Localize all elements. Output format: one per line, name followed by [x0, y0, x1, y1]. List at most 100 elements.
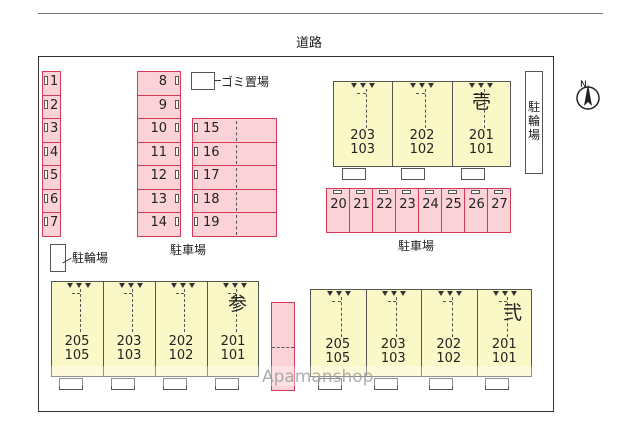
- entrance-marker: [487, 83, 494, 88]
- unit-number-upper: 201: [220, 333, 246, 349]
- parking-slot-marker: [194, 193, 198, 203]
- parking-slot-center: [271, 302, 295, 391]
- stair-line: [71, 293, 80, 294]
- parking-slot-marker: [333, 190, 342, 194]
- entrance-marker: [455, 291, 462, 296]
- parking-slot-number: 11: [150, 144, 167, 160]
- unit-divider: [365, 289, 367, 377]
- unit-divider: [392, 81, 394, 167]
- parking-slot-number: 7: [50, 215, 59, 230]
- parking-slot-marker: [402, 190, 411, 194]
- road-line: [38, 13, 603, 14]
- parking-slot-number: 19: [203, 215, 220, 230]
- entrance-marker: [344, 291, 351, 296]
- entrance-marker: [469, 83, 476, 88]
- unit-number-lower: 102: [168, 347, 194, 363]
- entrance-marker: [326, 291, 333, 296]
- meter-box: [401, 168, 426, 180]
- entrance-marker: [222, 283, 229, 288]
- bike-parking-label-left: 駐輪場: [72, 251, 109, 265]
- parking-slot-number: 24: [422, 197, 439, 212]
- unit-number-lower: 101: [491, 351, 517, 367]
- parking-slot: 17: [192, 165, 277, 190]
- entrance-marker: [400, 291, 407, 296]
- parking-slot: 19: [192, 212, 277, 237]
- unit-number-upper: 202: [409, 128, 435, 144]
- entrance-marker: [179, 283, 186, 288]
- unit-number-lower: 101: [468, 142, 494, 158]
- meter-box: [162, 378, 187, 390]
- unit-number-upper: 201: [491, 337, 517, 353]
- stair-line: [475, 93, 485, 94]
- parking-slot-number: 4: [50, 144, 59, 160]
- parking-slot: 4: [42, 141, 61, 166]
- parking-slot-number: 10: [150, 121, 167, 136]
- parking-slot-divider: [236, 121, 237, 141]
- parking-slot: 8: [137, 71, 181, 96]
- entrance-marker: [240, 283, 247, 288]
- parking-slot-marker: [494, 190, 503, 194]
- parking-slot-marker: [194, 123, 198, 132]
- compass-letter: N: [580, 80, 587, 90]
- parking-slot-number: 8: [158, 74, 167, 89]
- parking-slot-marker: [448, 190, 457, 194]
- site-boundary: [38, 56, 554, 412]
- entrance-marker: [382, 291, 389, 296]
- road-label: 道路: [296, 36, 323, 51]
- meter-box: [460, 168, 485, 180]
- parking-slot-marker: [44, 76, 48, 85]
- parking-slot-number: 27: [491, 197, 508, 212]
- unit-number-upper: 203: [380, 337, 406, 353]
- building-name: 弐: [503, 302, 523, 324]
- meter-box: [484, 378, 509, 390]
- entrance-marker: [335, 291, 342, 296]
- entrance-marker: [118, 283, 125, 288]
- entrance-marker: [428, 83, 435, 88]
- bike-parking-box-right: [525, 71, 543, 174]
- north-compass-icon: N: [576, 80, 600, 110]
- building-name: 壱: [472, 91, 492, 113]
- stair-line: [131, 289, 133, 333]
- bike-parking-box-left: [50, 244, 66, 272]
- parking-slot-marker: [44, 217, 48, 226]
- stair-line: [416, 93, 425, 94]
- parking-slot-marker: [175, 217, 179, 226]
- unit-number-lower: 102: [409, 142, 435, 158]
- parking-slot-number: 18: [203, 191, 220, 207]
- entrance-marker: [170, 283, 177, 288]
- parking-slot: 1: [42, 71, 61, 96]
- stair-line: [507, 297, 509, 337]
- parking-slot-marker: [175, 99, 179, 109]
- parking-slot: 20: [326, 188, 350, 233]
- stair-line: [387, 301, 396, 302]
- unit-number-upper: 203: [350, 128, 376, 144]
- parking-slot-number: 3: [50, 121, 59, 136]
- parking-slot: 21: [349, 188, 373, 233]
- parking-slot-marker: [44, 99, 48, 109]
- meter-box: [373, 378, 398, 390]
- entrance-marker: [437, 291, 444, 296]
- stair-line: [498, 301, 507, 302]
- parking-slot-divider: [236, 215, 237, 235]
- unit-divider: [476, 289, 478, 377]
- parking-slot-marker: [194, 170, 198, 179]
- parking-slot: 26: [464, 188, 488, 233]
- parking-slot-marker: [44, 146, 48, 156]
- garbage-area-box: [191, 72, 215, 90]
- meter-box: [429, 378, 454, 390]
- parking-slot: 3: [42, 118, 61, 143]
- stair-line: [183, 289, 185, 333]
- stair-line: [123, 293, 132, 294]
- building-outline: [333, 81, 511, 167]
- parking-slot-marker: [44, 170, 48, 179]
- unit-number-upper: 202: [168, 333, 194, 349]
- entrance-marker: [231, 283, 238, 288]
- parking-slot-marker: [44, 123, 48, 132]
- parking-slot: 6: [42, 188, 61, 213]
- parking-slot-marker: [175, 193, 179, 203]
